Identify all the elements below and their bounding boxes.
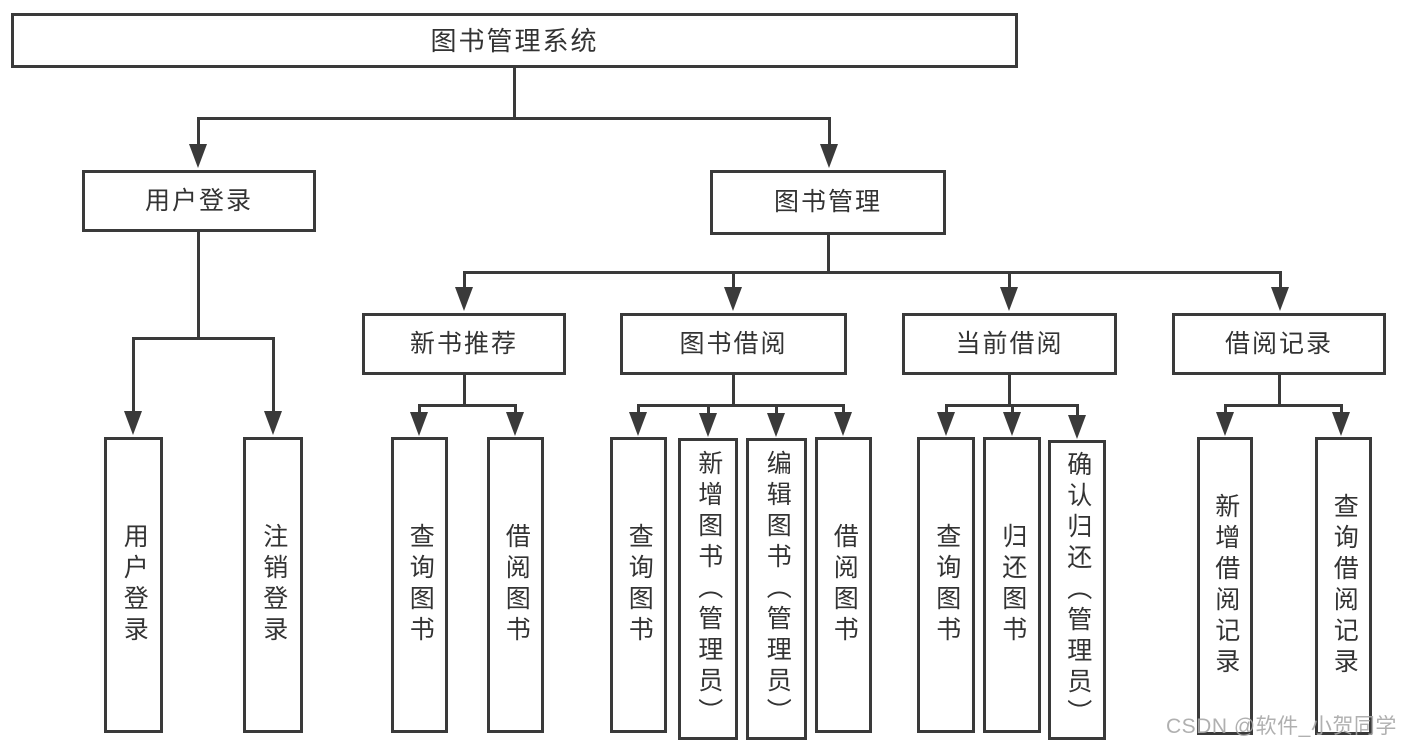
arrowhead-icon <box>1003 412 1021 436</box>
arrowhead-icon <box>506 412 524 436</box>
leaf-add-book-admin-label: 新增图书（管理员） <box>694 449 723 729</box>
arrowhead-icon <box>455 287 473 311</box>
arrowhead-icon <box>264 411 282 435</box>
arrowhead-icon <box>1332 412 1350 436</box>
leaf-user-login: 用户登录 <box>104 437 163 733</box>
node-borrow-records-label: 借阅记录 <box>1224 329 1333 358</box>
connector-line <box>462 375 466 405</box>
connector-line <box>841 405 845 412</box>
connector-line <box>731 272 735 287</box>
leaf-recommend-borrow-book-label: 借阅图书 <box>502 523 531 647</box>
connector-line <box>462 270 1282 274</box>
connector-line <box>512 68 516 118</box>
arrowhead-icon <box>1216 412 1234 436</box>
leaf-return-book-label: 归还图书 <box>998 523 1027 647</box>
connector-line <box>1278 272 1282 287</box>
connector-line <box>271 338 275 411</box>
arrowhead-icon <box>1000 287 1018 311</box>
connector-line <box>1010 405 1014 412</box>
connector-line <box>196 118 200 144</box>
connector-line <box>1339 405 1343 412</box>
connector-line <box>462 272 466 287</box>
connector-line <box>827 118 831 144</box>
connector-line <box>706 405 710 413</box>
connector-line <box>131 338 135 411</box>
leaf-add-borrow-record: 新增借阅记录 <box>1197 437 1253 735</box>
connector-line <box>1007 272 1011 287</box>
leaf-borrow-borrow-book: 借阅图书 <box>815 437 872 733</box>
leaf-edit-book-admin: 编辑图书（管理员） <box>746 438 807 740</box>
leaf-current-query-book-label: 查询图书 <box>932 523 961 647</box>
connector-line <box>826 235 830 272</box>
connector-line <box>774 405 778 413</box>
connector-line <box>131 336 275 340</box>
node-new-book-recommend-label: 新书推荐 <box>409 329 518 358</box>
leaf-recommend-borrow-book: 借阅图书 <box>487 437 544 733</box>
arrowhead-icon <box>1068 415 1086 439</box>
leaf-recommend-query-book: 查询图书 <box>391 437 448 733</box>
leaf-borrow-query-book-label: 查询图书 <box>625 523 654 647</box>
arrowhead-icon <box>724 287 742 311</box>
arrowhead-icon <box>189 144 207 168</box>
connector-line <box>1075 405 1079 415</box>
arrowhead-icon <box>767 413 785 437</box>
leaf-user-login-label: 用户登录 <box>120 523 149 647</box>
arrowhead-icon <box>937 412 955 436</box>
connector-line <box>417 403 517 407</box>
node-current-borrow-label: 当前借阅 <box>955 329 1064 358</box>
connector-line <box>636 405 640 412</box>
leaf-borrow-query-book: 查询图书 <box>610 437 667 733</box>
leaf-query-borrow-record-label: 查询借阅记录 <box>1330 493 1359 679</box>
arrowhead-icon <box>629 412 647 436</box>
node-book-borrow: 图书借阅 <box>620 313 847 375</box>
connector-line <box>513 405 517 412</box>
arrowhead-icon <box>820 144 838 168</box>
node-book-management: 图书管理 <box>710 170 946 235</box>
leaf-logout: 注销登录 <box>243 437 303 733</box>
leaf-return-book: 归还图书 <box>983 437 1041 733</box>
connector-line <box>196 232 200 338</box>
leaf-add-borrow-record-label: 新增借阅记录 <box>1211 493 1240 679</box>
leaf-query-borrow-record: 查询借阅记录 <box>1315 437 1372 735</box>
node-book-borrow-label: 图书借阅 <box>679 329 788 358</box>
connector-line <box>636 403 845 407</box>
arrowhead-icon <box>1271 287 1289 311</box>
watermark: CSDN @软件_小贺同学 <box>1166 715 1397 738</box>
connector-line <box>1277 375 1281 405</box>
node-book-management-label: 图书管理 <box>773 188 882 216</box>
node-user-login-label: 用户登录 <box>144 186 253 215</box>
connector-line <box>1007 375 1011 405</box>
arrowhead-icon <box>699 413 717 437</box>
node-user-login: 用户登录 <box>82 170 316 232</box>
connector-line <box>944 405 948 412</box>
connector-line <box>1223 403 1343 407</box>
leaf-borrow-borrow-book-label: 借阅图书 <box>830 523 859 647</box>
connector-line <box>1223 405 1227 412</box>
leaf-recommend-query-book-label: 查询图书 <box>406 523 435 647</box>
connector-line <box>196 116 831 120</box>
leaf-logout-label: 注销登录 <box>259 523 288 647</box>
node-root: 图书管理系统 <box>11 13 1018 68</box>
arrowhead-icon <box>410 412 428 436</box>
arrowhead-icon <box>834 412 852 436</box>
leaf-current-query-book: 查询图书 <box>917 437 975 733</box>
leaf-edit-book-admin-label: 编辑图书（管理员） <box>763 449 792 729</box>
leaf-confirm-return-admin-label: 确认归还（管理员） <box>1063 450 1092 730</box>
node-borrow-records: 借阅记录 <box>1172 313 1386 375</box>
node-new-book-recommend: 新书推荐 <box>362 313 566 375</box>
connector-line <box>417 405 421 412</box>
node-current-borrow: 当前借阅 <box>902 313 1117 375</box>
node-root-label: 图书管理系统 <box>430 25 599 56</box>
leaf-confirm-return-admin: 确认归还（管理员） <box>1048 440 1106 740</box>
leaf-add-book-admin: 新增图书（管理员） <box>678 438 738 740</box>
arrowhead-icon <box>124 411 142 435</box>
connector-line <box>731 375 735 405</box>
